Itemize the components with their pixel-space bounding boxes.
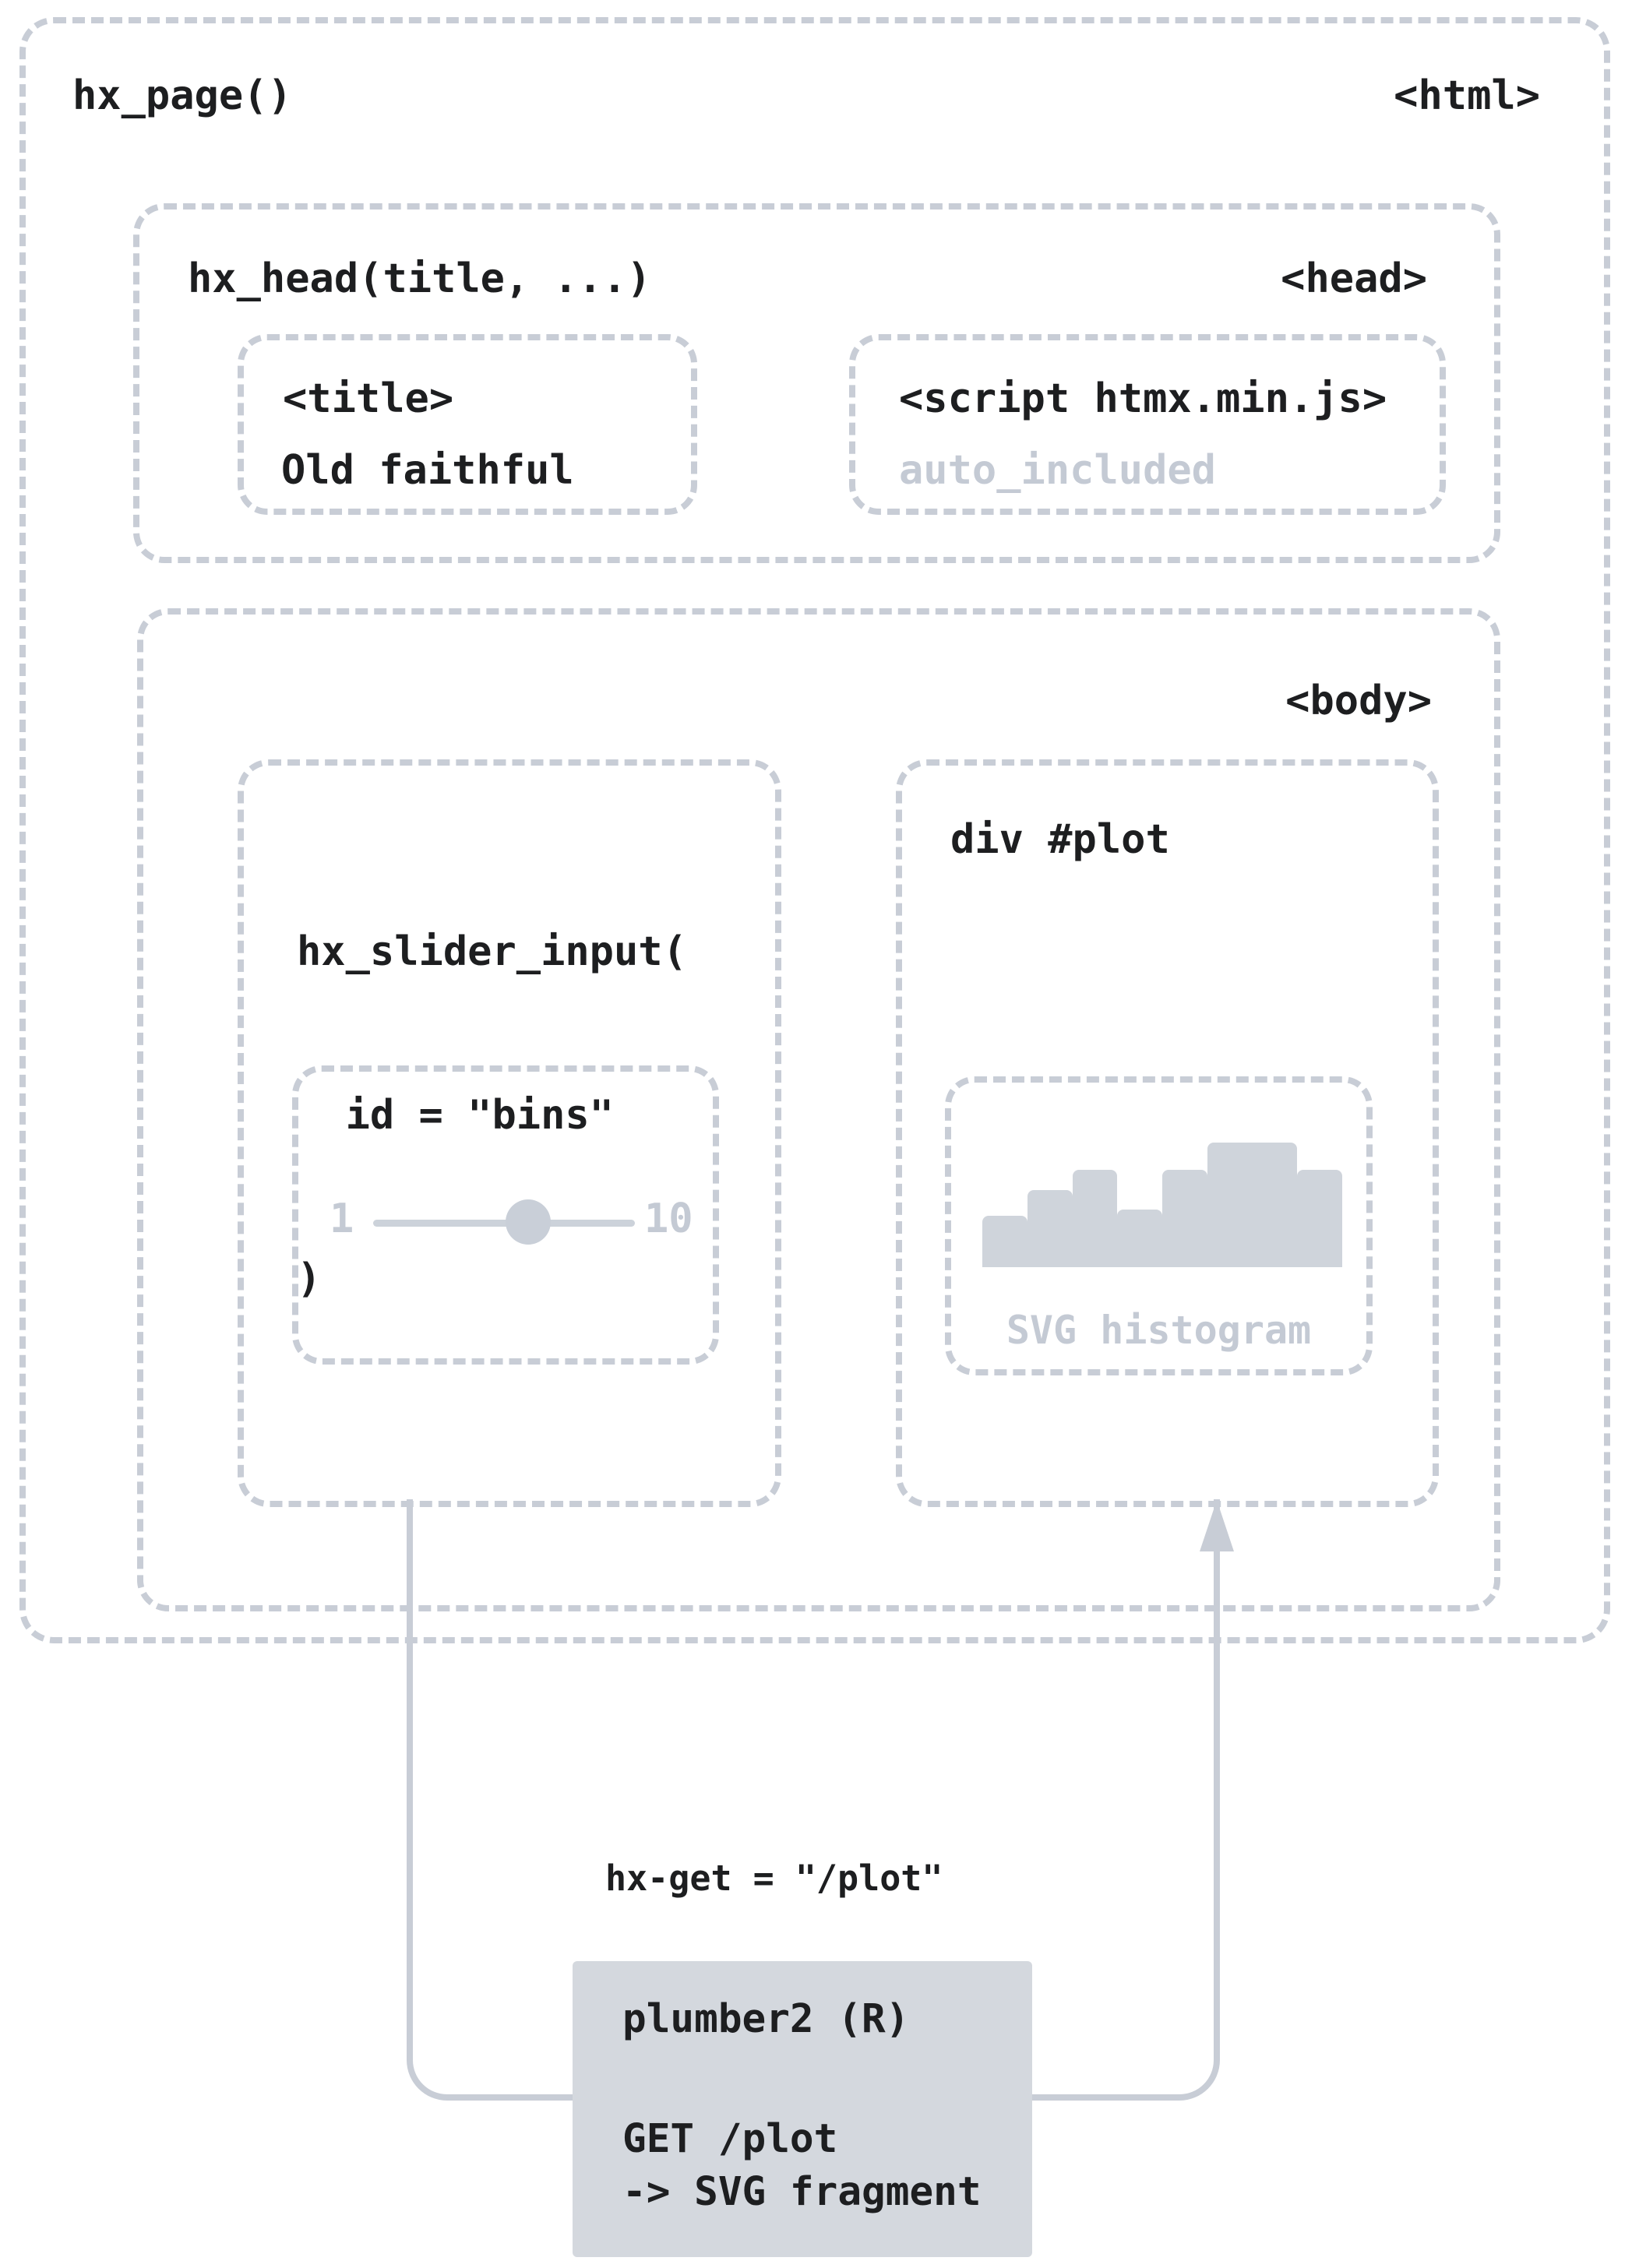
hx-head-function-label: hx_head(title, ...): [188, 255, 651, 302]
script-auto-included-note: auto_included: [899, 447, 1216, 494]
title-tag-label: <title>: [283, 375, 454, 422]
title-element-box: <title> Old faithful: [238, 334, 697, 515]
script-tag-label: <script htmx.min.js>: [899, 375, 1387, 422]
html-tag-label: <html>: [1394, 72, 1540, 119]
html-element-box: hx_page() <html> hx_head(title, ...) <he…: [19, 17, 1610, 1643]
histogram-bar: [1297, 1170, 1342, 1267]
svg-histogram-caption: SVG histogram: [1006, 1308, 1312, 1353]
code-line: hx_slider_input(: [297, 928, 687, 975]
server-route-text: GET /plot: [622, 2116, 838, 2162]
hx-slider-input-box: hx_slider_input( id = "bins" ) 1 10: [238, 759, 781, 1507]
histogram-bar: [1117, 1210, 1162, 1267]
svg-histogram-box: SVG histogram: [945, 1076, 1373, 1375]
script-element-box: <script htmx.min.js> auto_included: [849, 334, 1446, 515]
histogram-bars: [982, 1143, 1342, 1267]
histogram-bar: [1207, 1143, 1298, 1267]
server-response-text: -> SVG fragment: [622, 2169, 982, 2215]
server-title: plumber2 (R): [622, 1996, 910, 2042]
title-value-text: Old faithful: [281, 447, 574, 494]
plumber2-server-box: plumber2 (R) GET /plot -> SVG fragment: [573, 1961, 1032, 2257]
histogram-bar: [1072, 1170, 1118, 1267]
histogram-bar: [1027, 1189, 1073, 1267]
slider-max-label: 10: [644, 1196, 693, 1242]
head-element-box: hx_head(title, ...) <head> <title> Old f…: [133, 203, 1500, 563]
div-plot-box: div #plot SVG histogram: [896, 759, 1439, 1507]
code-line: id = "bins": [297, 1092, 614, 1139]
code-line: ): [297, 1256, 322, 1302]
histogram-bar: [1162, 1170, 1207, 1267]
hx-get-attribute-text: hx-get = "/plot": [605, 1858, 943, 1899]
body-element-box: <body> hx_slider_input( id = "bins" ) 1 …: [137, 608, 1500, 1611]
hx-page-function-label: hx_page(): [72, 72, 292, 119]
hx-slider-input-code: hx_slider_input( id = "bins" ): [297, 815, 687, 1415]
histogram-bar: [982, 1216, 1027, 1267]
arrow-up-icon: [1200, 1500, 1234, 1551]
slider-track[interactable]: [373, 1220, 635, 1227]
head-tag-label: <head>: [1281, 255, 1427, 302]
slider-min-label: 1: [330, 1196, 354, 1242]
body-tag-label: <body>: [1285, 678, 1432, 724]
slider-thumb[interactable]: [506, 1199, 551, 1245]
div-plot-label: div #plot: [950, 816, 1170, 863]
slider-widget-box: 1 10: [292, 1065, 719, 1365]
